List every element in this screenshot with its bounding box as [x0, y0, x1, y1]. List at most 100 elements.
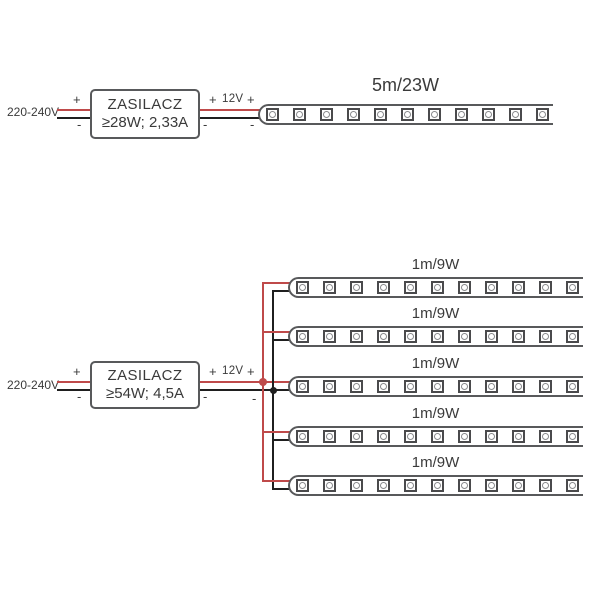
psu-box: ZASILACZ ≥54W; 4,5A: [90, 361, 200, 409]
polarity-plus-label: +: [247, 364, 255, 379]
led-chip-icon: [512, 430, 525, 443]
output-positive-wire: [200, 381, 290, 383]
mains-voltage-label: 220-240V: [7, 378, 60, 392]
mains-live-wire: [57, 109, 90, 111]
mains-voltage-label: 220-240V: [7, 105, 60, 119]
polarity-minus-label: -: [203, 389, 208, 404]
psu-box: ZASILACZ ≥28W; 2,33A: [90, 89, 200, 139]
led-chip-icon: [512, 479, 525, 492]
polarity-minus-label: -: [77, 117, 82, 132]
led-chip-icon: [431, 430, 444, 443]
led-chip-icon: [404, 430, 417, 443]
led-chip-icon: [539, 281, 552, 294]
led-strip: [288, 376, 583, 397]
led-chip-icon: [485, 380, 498, 393]
led-chip-icon: [431, 479, 444, 492]
polarity-minus-label: -: [203, 117, 208, 132]
led-chip-icon: [266, 108, 279, 121]
branch-positive-wire: [262, 480, 290, 482]
led-chip-icon: [404, 479, 417, 492]
polarity-plus-label: +: [73, 92, 81, 107]
led-chip-icon: [377, 430, 390, 443]
led-chip-icon: [323, 281, 336, 294]
led-chip-icon: [536, 108, 549, 121]
polarity-plus-label: +: [209, 364, 217, 379]
strip-label: 1m/9W: [411, 405, 460, 422]
branch-negative-wire: [272, 488, 290, 490]
output-voltage-label: 12V: [222, 93, 244, 105]
psu-spec: ≥54W; 4,5A: [106, 385, 184, 402]
polarity-minus-label: -: [252, 391, 257, 406]
led-chip-icon: [404, 380, 417, 393]
led-chip-icon: [512, 281, 525, 294]
led-chip-icon: [431, 380, 444, 393]
led-chip-icon: [323, 479, 336, 492]
led-chip-icon: [296, 430, 309, 443]
strip-label: 1m/9W: [411, 355, 460, 372]
output-negative-wire: [200, 389, 290, 391]
led-chip-icon: [431, 281, 444, 294]
led-chip-icon: [512, 330, 525, 343]
polarity-plus-label: +: [247, 92, 255, 107]
led-chip-icon: [377, 380, 390, 393]
led-strip: [288, 277, 583, 298]
polarity-minus-label: -: [250, 117, 255, 132]
led-chip-icon: [566, 281, 579, 294]
led-chip-icon: [428, 108, 441, 121]
output-voltage-label: 12V: [222, 365, 244, 377]
led-chip-icon: [485, 330, 498, 343]
strip-label: 1m/9W: [411, 454, 460, 471]
led-chip-icon: [323, 380, 336, 393]
polarity-plus-label: +: [209, 92, 217, 107]
output-negative-wire: [200, 117, 260, 119]
led-chip-icon: [455, 108, 468, 121]
led-chip-icon: [347, 108, 360, 121]
led-chip-icon: [539, 430, 552, 443]
led-chip-icon: [458, 380, 471, 393]
led-chip-icon: [566, 330, 579, 343]
led-chip-icon: [320, 108, 333, 121]
led-chip-icon: [404, 330, 417, 343]
positive-junction-dot: [259, 378, 267, 386]
led-chip-icon: [509, 108, 522, 121]
led-chip-icon: [539, 380, 552, 393]
strip-label: 5m/23W: [371, 75, 440, 95]
led-chip-icon: [323, 330, 336, 343]
led-chip-icon: [293, 108, 306, 121]
led-chip-icon: [485, 479, 498, 492]
led-chip-icon: [401, 108, 414, 121]
led-chip-icon: [458, 330, 471, 343]
led-strip: [258, 104, 553, 125]
polarity-minus-label: -: [77, 389, 82, 404]
led-chip-icon: [431, 330, 444, 343]
led-chip-icon: [296, 380, 309, 393]
led-chip-icon: [377, 479, 390, 492]
led-chip-icon: [350, 281, 363, 294]
led-chip-icon: [350, 479, 363, 492]
led-chip-icon: [374, 108, 387, 121]
led-chip-icon: [323, 430, 336, 443]
negative-junction-dot: [270, 387, 277, 394]
mains-neutral-wire: [57, 389, 90, 391]
led-chip-icon: [296, 479, 309, 492]
branch-positive-wire: [262, 282, 290, 284]
psu-title: ZASILACZ: [107, 367, 183, 384]
led-chip-icon: [404, 281, 417, 294]
branch-positive-wire: [262, 431, 290, 433]
branch-negative-wire: [272, 439, 290, 441]
led-chip-icon: [458, 430, 471, 443]
branch-negative-wire: [272, 290, 290, 292]
led-chip-icon: [377, 330, 390, 343]
led-chip-icon: [458, 479, 471, 492]
led-chip-icon: [296, 281, 309, 294]
led-chip-icon: [458, 281, 471, 294]
led-chip-icon: [482, 108, 495, 121]
mains-neutral-wire: [57, 117, 90, 119]
branch-positive-wire: [262, 331, 290, 333]
led-chip-icon: [350, 330, 363, 343]
led-chip-icon: [539, 330, 552, 343]
led-chip-icon: [377, 281, 390, 294]
polarity-plus-label: +: [73, 364, 81, 379]
led-chip-icon: [512, 380, 525, 393]
